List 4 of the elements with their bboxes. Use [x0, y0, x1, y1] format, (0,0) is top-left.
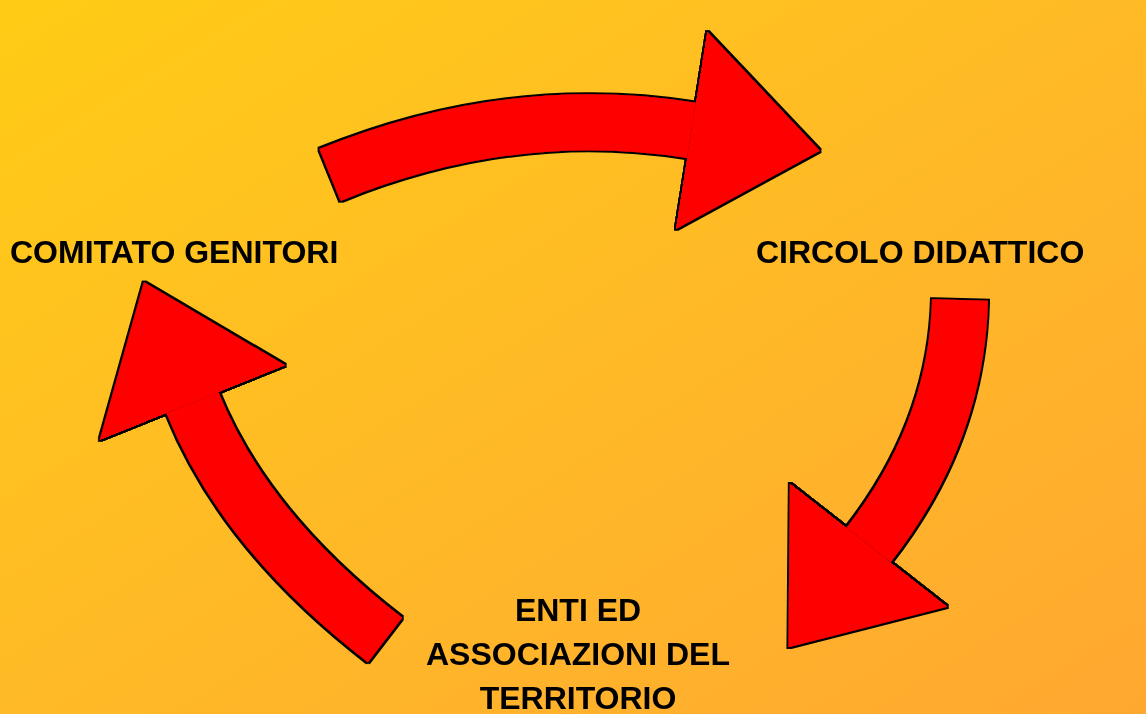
curved-block-arrow	[788, 298, 988, 650]
node-label: CIRCOLO DIDATTICO	[756, 228, 1144, 276]
node-label: ENTI ED ASSOCIAZIONI DEL TERRITORIO	[403, 588, 753, 714]
node-label: COMITATO GENITORI	[10, 228, 410, 276]
